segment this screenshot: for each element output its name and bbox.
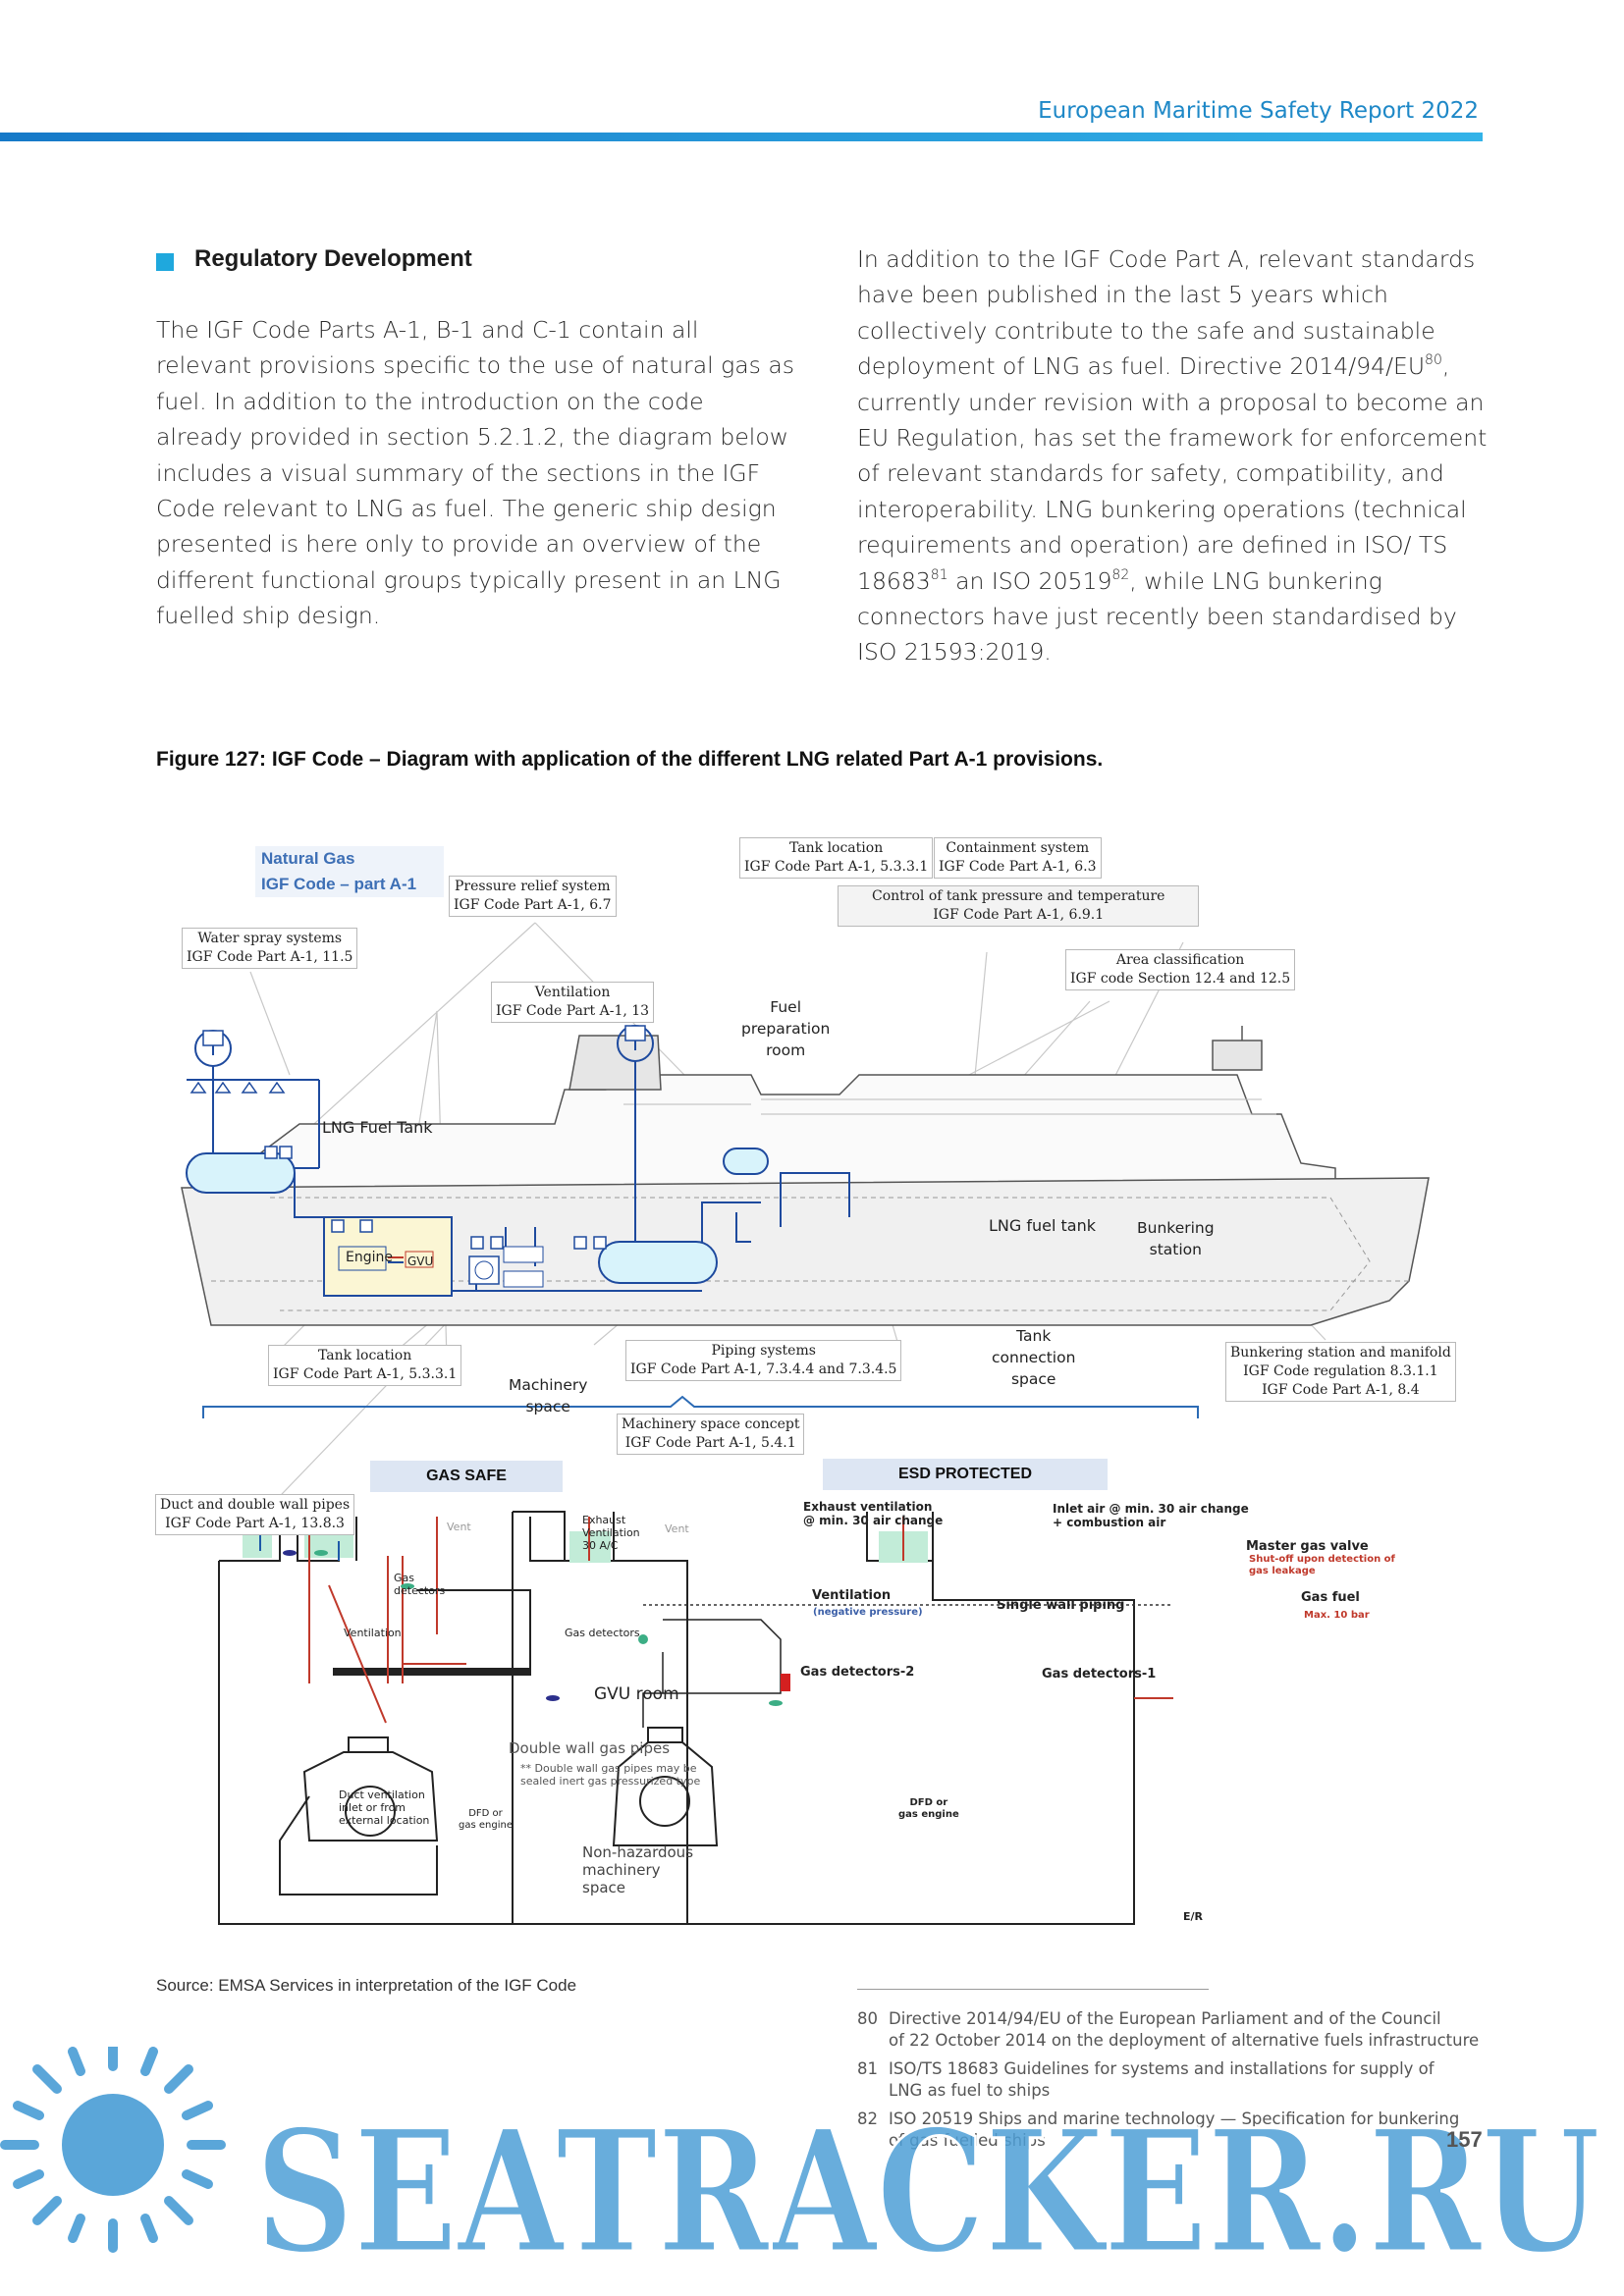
- section-bullet-icon: [156, 253, 174, 271]
- footnote-rule: [857, 1989, 1209, 1990]
- esd-ventilation: Ventilation: [812, 1588, 892, 1603]
- esd-er: E/R: [1183, 1910, 1204, 1923]
- esd-gas-detectors-2: Gas detectors-2: [800, 1665, 915, 1680]
- header-rule: [0, 133, 1483, 141]
- footnote-ref[interactable]: 80: [1425, 352, 1442, 369]
- paragraph: The IGF Code Parts A-1, B-1 and C-1 cont…: [156, 316, 794, 630]
- esd-negative-pressure: (negative pressure): [813, 1607, 923, 1618]
- gs-vent1: Vent: [447, 1521, 471, 1533]
- band-esd-protected: ESD PROTECTED: [823, 1459, 1108, 1490]
- esd-master-valve: Master gas valve: [1246, 1539, 1369, 1554]
- callout-control-tank: Control of tank pressure and temperature…: [838, 885, 1200, 927]
- label-lng-tank-mid: LNG fuel tank: [989, 1216, 1096, 1235]
- gs-gvu-room: GVU room: [594, 1684, 679, 1704]
- esd-gas-fuel: Gas fuel: [1301, 1590, 1360, 1605]
- label-lng-tank-aft: LNG Fuel Tank: [322, 1118, 433, 1137]
- esd-max-pressure: Max. 10 bar: [1304, 1610, 1370, 1621]
- esd-exhaust: Exhaust ventilation@ min. 30 air change: [803, 1500, 944, 1527]
- figure-source: Source: EMSA Services in interpretation …: [156, 1976, 577, 1995]
- diagram-drawing: [181, 922, 1430, 1925]
- figure-caption: Figure 127: IGF Code – Diagram with appl…: [156, 748, 1104, 771]
- gs-gas-detectors-b: Gas detectors: [565, 1627, 640, 1639]
- gs-double-wall: Double wall gas pipes: [509, 1739, 671, 1757]
- report-title: European Maritime Safety Report 2022: [1038, 98, 1479, 124]
- esd-inlet: Inlet air @ min. 30 air change+ combusti…: [1053, 1502, 1249, 1529]
- esd-single-wall: Single wall piping: [997, 1598, 1125, 1613]
- body-column-right: In addition to the IGF Code Part A, rele…: [857, 241, 1495, 670]
- page-number: 157: [1446, 2127, 1483, 2152]
- paragraph: In addition to the IGF Code Part A, rele…: [857, 245, 1488, 667]
- gs-vent2: Vent: [665, 1522, 689, 1535]
- section-title: Regulatory Development: [194, 245, 472, 272]
- band-gas-safe: GAS SAFE: [370, 1461, 563, 1492]
- footnote-ref[interactable]: 81: [930, 566, 948, 583]
- body-column-left: The IGF Code Parts A-1, B-1 and C-1 cont…: [156, 312, 794, 634]
- label-gvu: GVU: [407, 1255, 434, 1268]
- footnote-ref[interactable]: 82: [1111, 566, 1130, 583]
- gs-ventilation: Ventilation: [344, 1627, 402, 1639]
- label-engine: Engine: [346, 1250, 393, 1265]
- esd-gas-detectors-1: Gas detectors-1: [1042, 1667, 1157, 1682]
